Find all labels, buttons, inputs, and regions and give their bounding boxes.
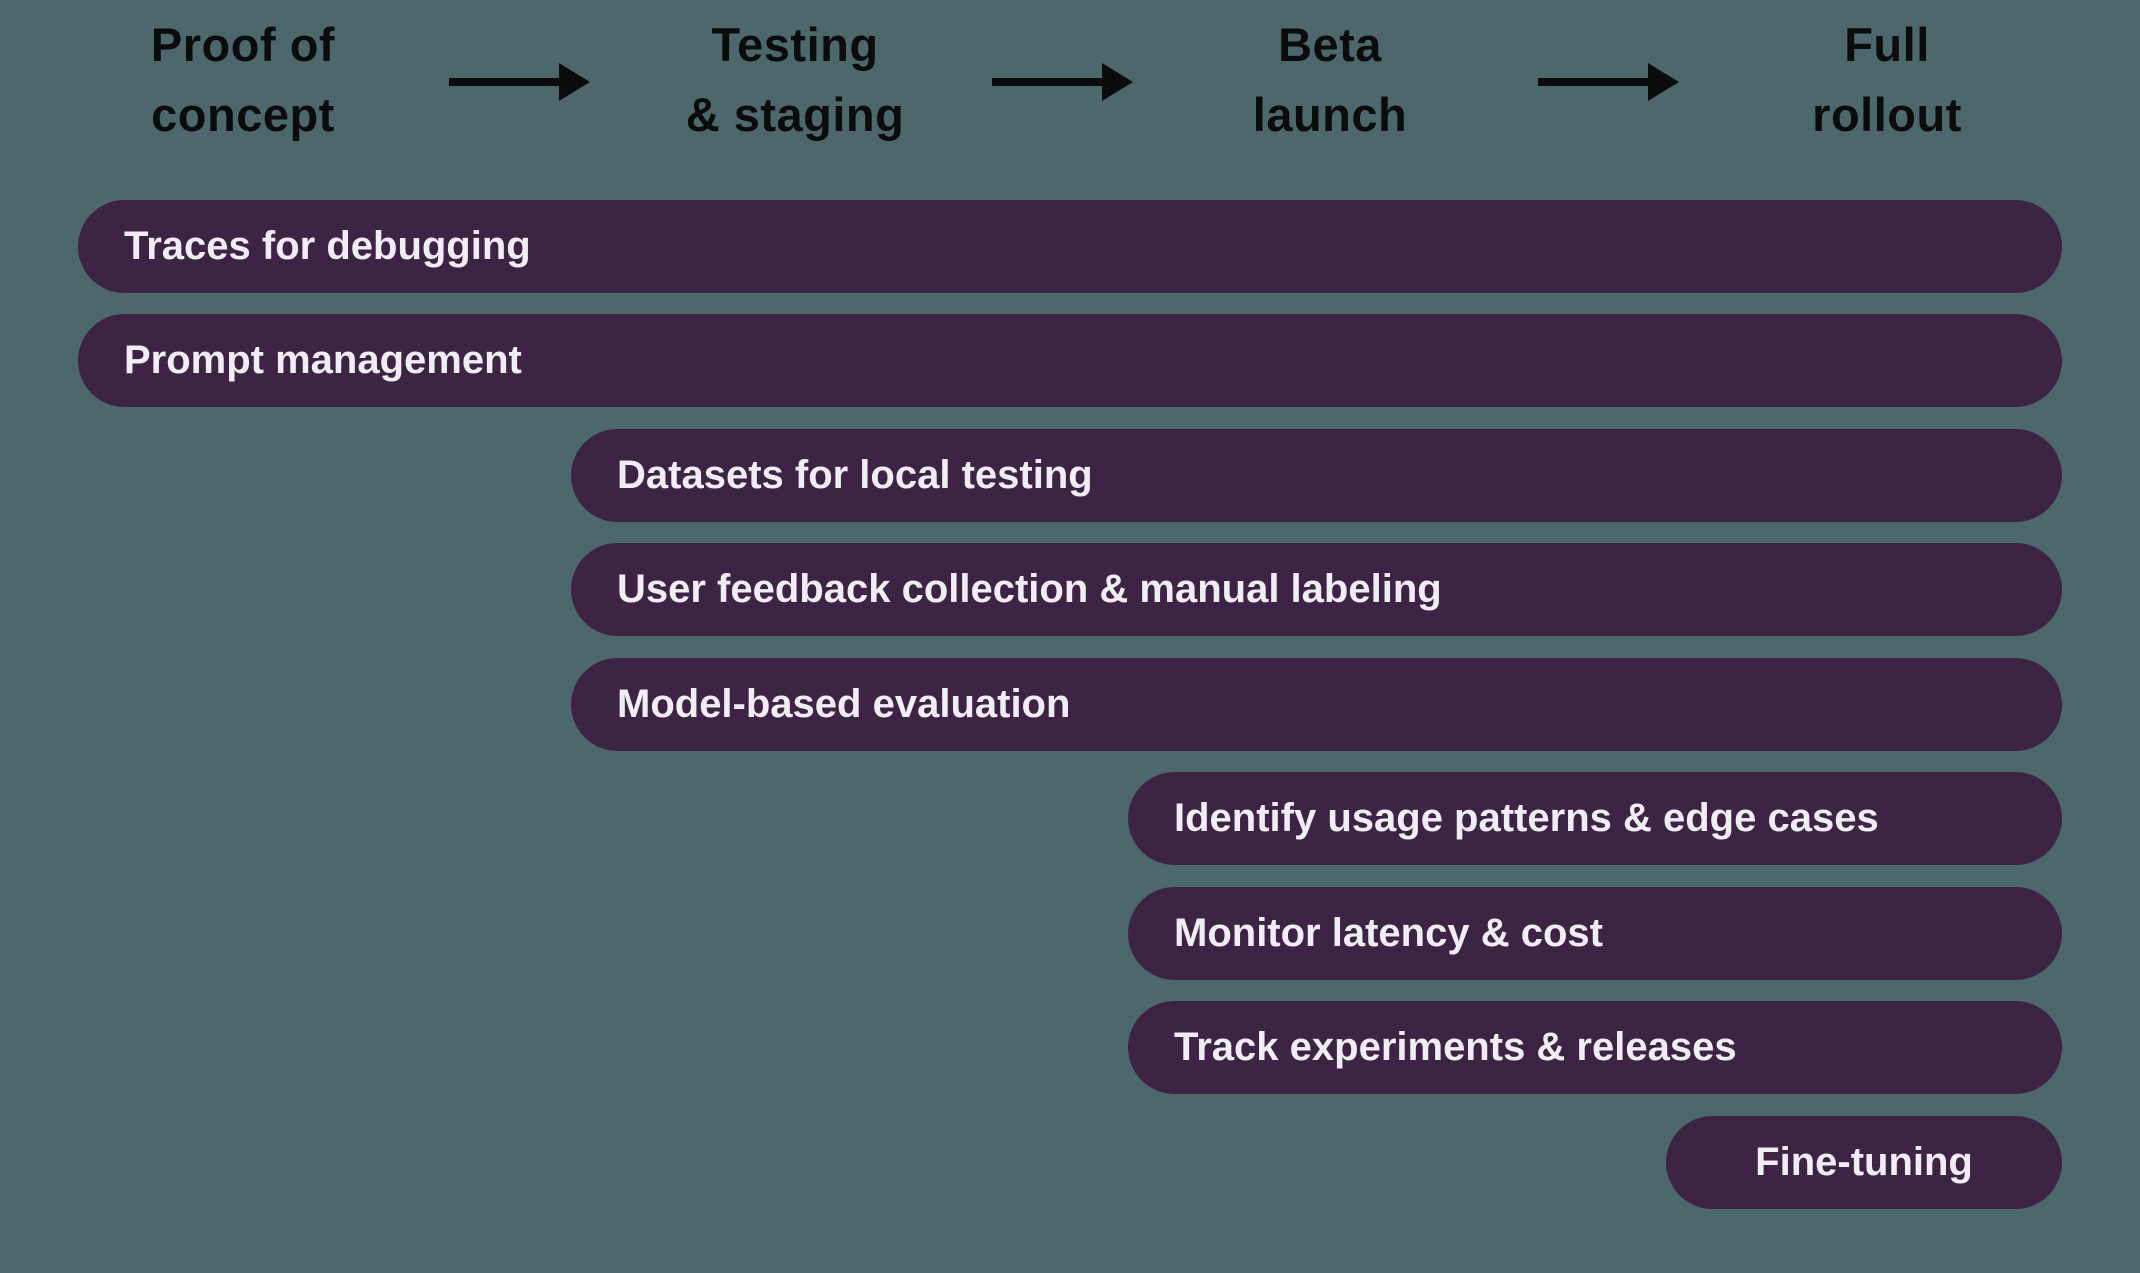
bar-monitor-latency-cost: Monitor latency & cost: [1128, 887, 2062, 980]
phase-label-line: Full: [1844, 18, 1930, 71]
bar-model-based-evaluation: Model-based evaluation: [571, 658, 2062, 751]
arrow-right-icon: [449, 63, 590, 101]
phase-label-line: concept: [151, 88, 335, 141]
phase-label-line: & staging: [685, 88, 905, 141]
phase-header-testing-staging: Testing & staging: [545, 10, 1045, 150]
bar-label: Prompt management: [124, 338, 522, 382]
bar-user-feedback-collection: User feedback collection & manual labeli…: [571, 543, 2062, 636]
phase-label-line: Testing: [711, 18, 879, 71]
arrow-right-icon: [992, 63, 1133, 101]
bar-track-experiments-releases: Track experiments & releases: [1128, 1001, 2062, 1094]
bar-identify-usage-patterns: Identify usage patterns & edge cases: [1128, 772, 2062, 865]
bar-fine-tuning: Fine-tuning: [1666, 1116, 2062, 1209]
bar-label: Identify usage patterns & edge cases: [1174, 796, 1879, 840]
bar-label: User feedback collection & manual labeli…: [617, 567, 1442, 611]
bar-datasets-for-local-testing: Datasets for local testing: [571, 429, 2062, 522]
bar-prompt-management: Prompt management: [78, 314, 2062, 407]
bar-label: Model-based evaluation: [617, 682, 1071, 726]
phase-label-line: rollout: [1812, 88, 1962, 141]
phase-label-line: Proof of: [150, 18, 336, 71]
phase-header-full-rollout: Full rollout: [1637, 10, 2137, 150]
bar-label: Monitor latency & cost: [1174, 911, 1603, 955]
arrow-right-icon: [1538, 63, 1679, 101]
phase-header-beta-launch: Beta launch: [1080, 10, 1580, 150]
bar-label: Track experiments & releases: [1174, 1025, 1737, 1069]
bar-traces-for-debugging: Traces for debugging: [78, 200, 2062, 293]
phase-label-line: Beta: [1278, 18, 1382, 71]
bar-label: Datasets for local testing: [617, 453, 1093, 497]
phase-header-proof-of-concept: Proof of concept: [0, 10, 493, 150]
phase-label-line: launch: [1252, 88, 1408, 141]
bar-label: Fine-tuning: [1755, 1140, 1973, 1184]
bar-label: Traces for debugging: [124, 224, 531, 268]
